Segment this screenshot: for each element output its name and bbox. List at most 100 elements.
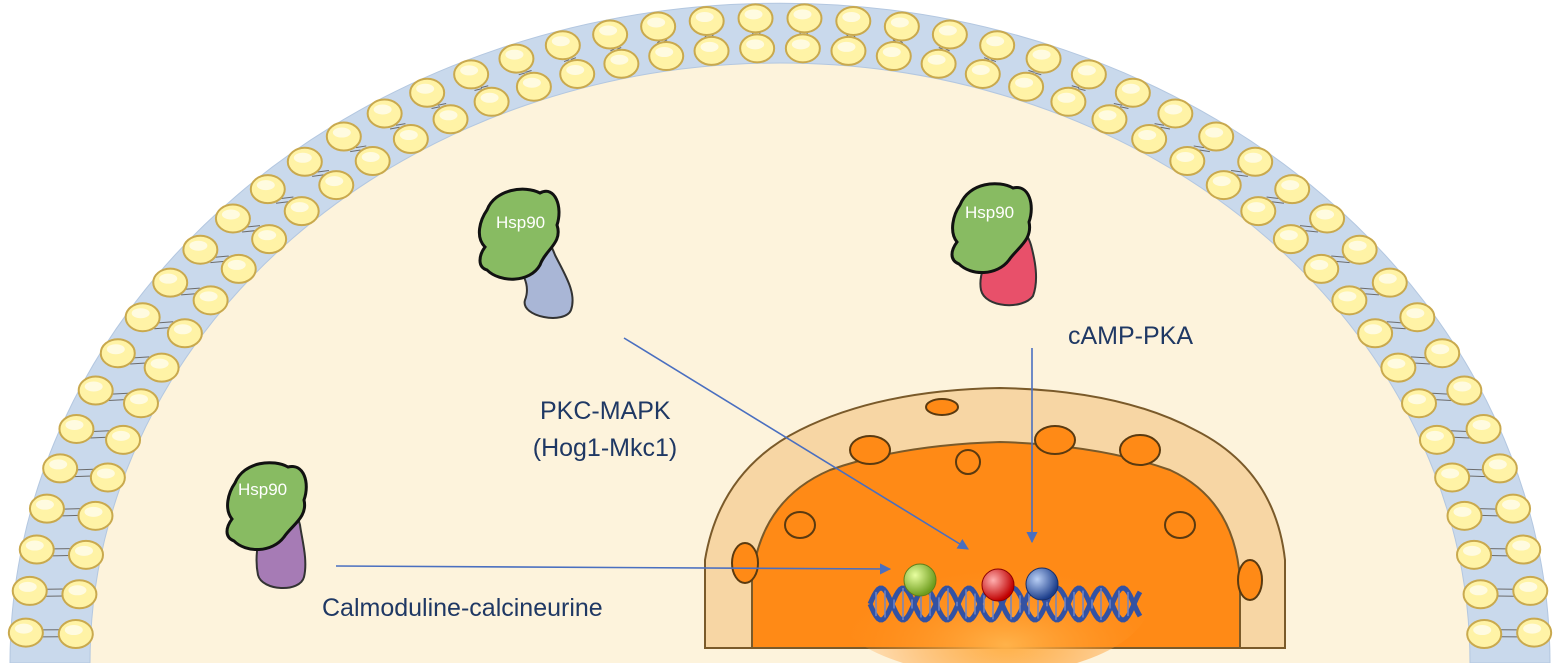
lipid-tail: [1434, 399, 1452, 401]
lipid-tail: [355, 145, 367, 149]
lipid-head-highlight: [199, 291, 218, 302]
lipid-head-highlight: [1212, 176, 1231, 187]
lipid-tail: [130, 362, 146, 365]
gene-marker-green: [903, 563, 937, 597]
lipid-tail: [1078, 88, 1086, 91]
lipid-head-highlight: [68, 585, 87, 596]
lipid-tail: [1028, 69, 1035, 73]
lipid-tail: [1466, 468, 1484, 471]
lipid-tail: [1364, 293, 1379, 296]
lipid-tail: [1236, 174, 1248, 177]
lipid-head-highlight: [505, 49, 524, 60]
pathway-label-pkc-mapk: PKC-MAPK: [540, 397, 671, 425]
lipid-head-highlight: [842, 12, 861, 23]
lipid-tail: [246, 225, 261, 228]
lipid-head-highlight: [112, 430, 131, 441]
lipid-head-highlight: [293, 152, 312, 163]
lipid-tail: [1304, 230, 1318, 233]
lipid-tail: [990, 59, 997, 63]
hsp90-protein: [950, 182, 1033, 274]
hsp90-complex-camp: Hsp90: [950, 182, 1038, 307]
lipid-tail: [474, 88, 482, 91]
lipid-tail: [1414, 362, 1430, 365]
lipid-head-highlight: [1015, 77, 1034, 88]
lipid-tail: [983, 57, 990, 61]
hsp90-label: Hsp90: [238, 480, 287, 499]
lipid-head-highlight: [49, 459, 68, 470]
lipid-head-highlight: [1425, 430, 1444, 441]
lipid-head-highlight: [325, 176, 344, 187]
lipid-head-highlight: [74, 545, 93, 556]
gene-marker-blue: [1025, 567, 1059, 601]
gene-marker-red: [981, 568, 1015, 602]
lipid-head-highlight: [361, 152, 380, 163]
pathway-label-hog1-mkc1: (Hog1-Mkc1): [532, 434, 678, 462]
lipid-head-highlight: [14, 623, 33, 634]
lipid-head-highlight: [416, 83, 435, 94]
lipid-head-highlight: [647, 17, 666, 28]
lipid-tail: [525, 69, 532, 73]
lipid-tail: [437, 103, 447, 106]
lipid-head-highlight: [927, 54, 946, 65]
lipid-head-highlight: [221, 209, 240, 220]
lipid-head-highlight: [1469, 585, 1488, 596]
pathway-label-camp-pka: cAMP-PKA: [1068, 322, 1194, 350]
lipid-head-highlight: [1512, 540, 1531, 551]
lipid-head-highlight: [96, 468, 115, 479]
lipid-head-highlight: [258, 230, 277, 241]
lipid-head-highlight: [1310, 259, 1329, 270]
lipid-head-highlight: [1472, 419, 1491, 430]
lipid-head-highlight: [332, 127, 351, 138]
lipid-head-highlight: [566, 64, 585, 75]
lipid-head-highlight: [1247, 202, 1266, 213]
lipid-head-highlight: [599, 25, 618, 36]
lipid-head-highlight: [290, 202, 309, 213]
lipid-tail: [1271, 201, 1284, 204]
lipid-tail: [276, 201, 289, 204]
hsp90-protein: [225, 461, 308, 551]
lipid-head-highlight: [700, 41, 719, 52]
lipid-tail: [281, 196, 294, 200]
hsp90-complex-calm: Hsp90: [225, 461, 308, 590]
lipid-head-highlight: [938, 25, 957, 36]
lipid-head-highlight: [1348, 240, 1367, 251]
lipid-head-highlight: [1098, 110, 1117, 121]
lipid-tail: [1386, 321, 1402, 324]
hsp90-label: Hsp90: [965, 203, 1014, 222]
lipid-tail: [1071, 85, 1080, 89]
lipid-tail: [1231, 169, 1243, 173]
lipid-tail: [1450, 430, 1468, 433]
lipid-tail: [1299, 225, 1314, 228]
lipid-tail: [242, 230, 256, 233]
lipid-head-highlight: [1463, 545, 1482, 556]
lipid-head-highlight: [610, 54, 629, 65]
lipid-head-highlight: [1057, 92, 1076, 103]
lipid-tail: [1160, 126, 1171, 130]
hsp90-complex-pkc: Hsp90: [477, 187, 574, 319]
lipid-tail: [90, 436, 107, 439]
lipid-tail: [214, 255, 229, 258]
lipid-head-highlight: [1121, 83, 1140, 94]
lipid-tail: [518, 72, 526, 76]
lipid-tail: [1390, 327, 1406, 330]
lipid-head-highlight: [971, 64, 990, 75]
lipid-tail: [945, 48, 950, 52]
lipid-head-highlight: [480, 92, 499, 103]
arrow-pkc-mapk: [623, 337, 969, 550]
lipid-head-highlight: [84, 381, 103, 392]
lipid-tail: [158, 321, 174, 324]
lipid-tail: [1360, 287, 1375, 290]
lipid-head-highlight: [1523, 623, 1542, 634]
lipid-head-highlight: [1316, 209, 1335, 220]
lipid-tail: [1266, 196, 1279, 200]
lipid-tail: [570, 57, 577, 61]
lipid-head-highlight: [1032, 49, 1051, 60]
lipid-head-highlight: [159, 273, 178, 284]
lipid-tail: [210, 260, 225, 264]
lipid-head-highlight: [1502, 499, 1521, 510]
lipid-head-highlight: [1279, 230, 1298, 241]
lipid-tail: [181, 293, 196, 296]
lipid-head-highlight: [150, 358, 169, 369]
lipid-head-highlight: [35, 499, 54, 510]
lipid-head-highlight: [837, 41, 856, 52]
